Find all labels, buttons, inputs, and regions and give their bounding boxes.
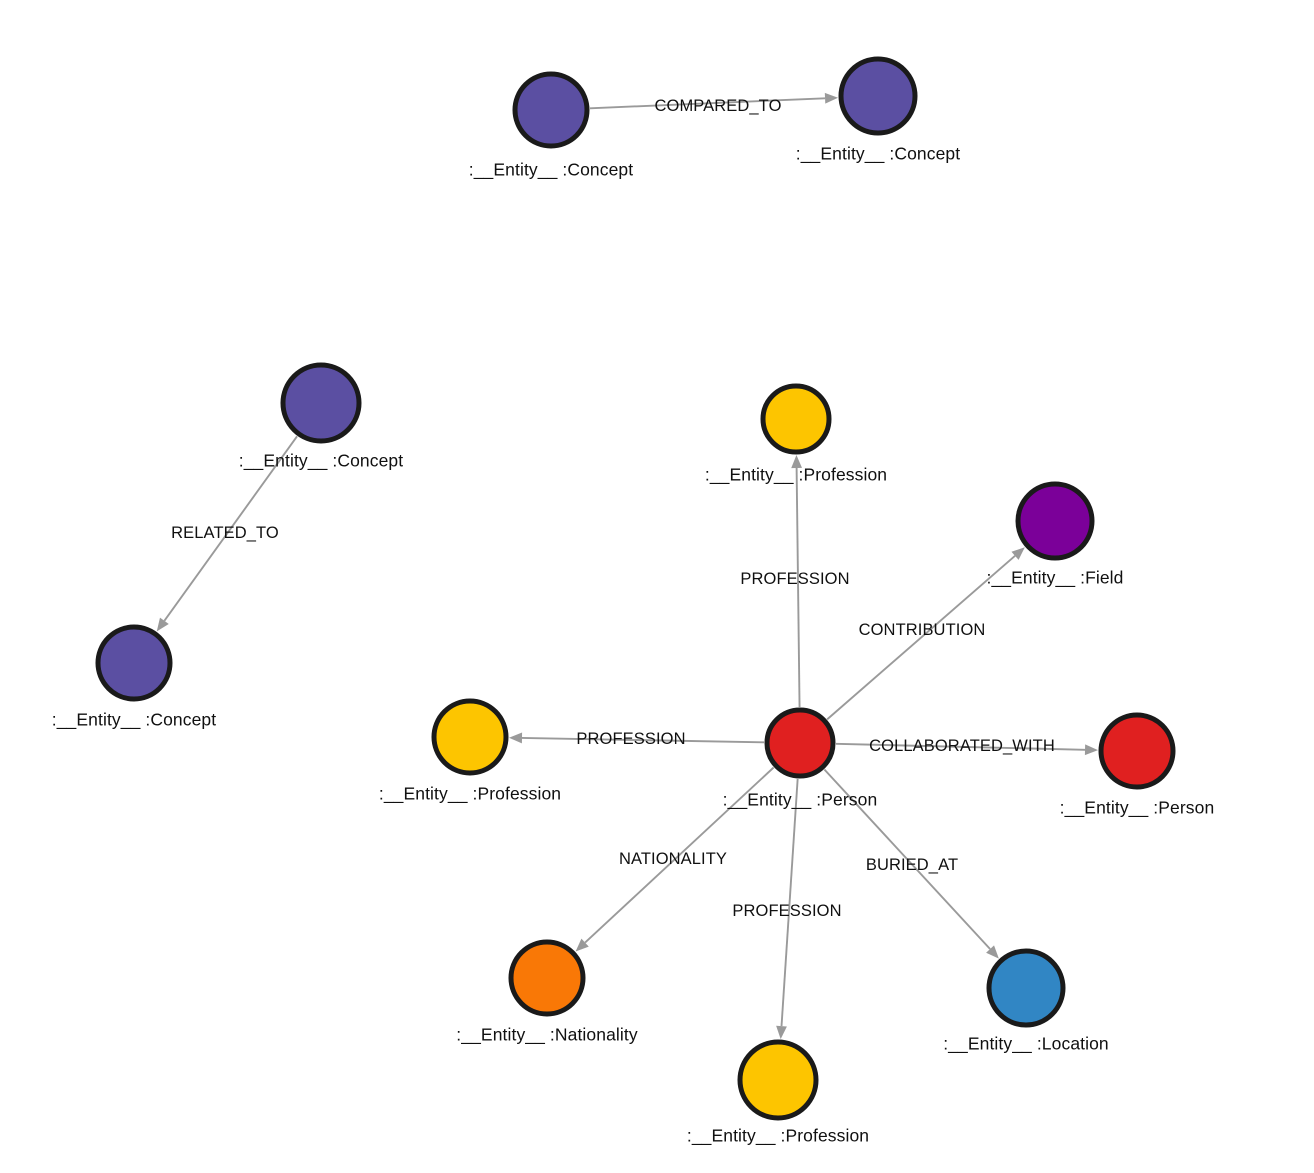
graph-node-concept[interactable] — [95, 624, 173, 702]
graph-node-profession[interactable] — [760, 383, 832, 455]
edge-line — [584, 766, 775, 944]
graph-edge[interactable] — [823, 768, 999, 959]
node-hit-concept-4[interactable] — [98, 627, 170, 699]
edge-line — [163, 435, 298, 622]
node-hit-location-1[interactable] — [989, 951, 1063, 1025]
graph-edge[interactable] — [156, 435, 298, 632]
node-hit-person-right[interactable] — [1101, 715, 1173, 787]
graph-node-nationality[interactable] — [508, 939, 586, 1017]
graph-node-concept[interactable] — [838, 56, 918, 136]
node-hit-profession-bottom[interactable] — [740, 1042, 816, 1118]
graph-node-person[interactable] — [764, 707, 836, 779]
graph-edge[interactable] — [835, 742, 1099, 756]
graph-edge[interactable] — [826, 547, 1025, 721]
node-hit-nationality-1[interactable] — [511, 942, 583, 1014]
edge-arrowhead-icon — [776, 1025, 787, 1040]
edge-line — [795, 467, 801, 708]
graph-node-concept[interactable] — [512, 71, 590, 149]
edge-line — [826, 555, 1016, 721]
edge-line — [835, 742, 1086, 751]
edge-arrowhead-icon — [986, 945, 999, 959]
node-hit-concept-1[interactable] — [515, 74, 587, 146]
graph-node-field[interactable] — [1015, 481, 1095, 561]
graph-node-location[interactable] — [986, 948, 1066, 1028]
node-hit-profession-left[interactable] — [434, 701, 506, 773]
edge-arrowhead-icon — [575, 938, 589, 952]
node-hit-concept-3[interactable] — [283, 365, 359, 441]
node-hit-profession-top[interactable] — [763, 386, 829, 452]
edge-arrowhead-icon — [508, 732, 523, 744]
graph-node-profession[interactable] — [431, 698, 509, 776]
graph-node-profession[interactable] — [737, 1039, 819, 1121]
graph-node-concept[interactable] — [280, 362, 362, 444]
node-hit-person-center[interactable] — [767, 710, 833, 776]
edge-line — [780, 778, 799, 1027]
graph-edge[interactable] — [508, 732, 765, 744]
graph-edge[interactable] — [575, 766, 775, 952]
graph-edge[interactable] — [776, 778, 799, 1040]
edge-arrowhead-icon — [156, 617, 169, 632]
graph-edge[interactable] — [791, 454, 803, 708]
graph-node-person[interactable] — [1098, 712, 1176, 790]
nodes-layer — [95, 56, 1176, 1121]
edges-layer — [156, 92, 1099, 1040]
edge-line — [823, 768, 991, 950]
node-hit-field-1[interactable] — [1018, 484, 1092, 558]
edge-line — [589, 97, 826, 110]
edge-line — [521, 736, 765, 744]
edge-arrowhead-icon — [1084, 744, 1099, 756]
edge-arrowhead-icon — [1011, 547, 1025, 560]
edge-arrowhead-icon — [791, 454, 803, 469]
graph-edge[interactable] — [589, 92, 839, 110]
edge-arrowhead-icon — [824, 92, 839, 104]
node-hit-concept-2[interactable] — [841, 59, 915, 133]
